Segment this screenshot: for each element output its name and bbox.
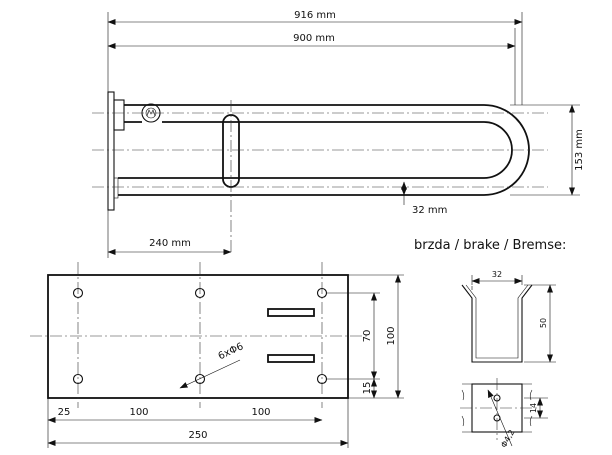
brake-dim-50: 50 (539, 318, 548, 328)
dim-100v-label: 100 (386, 326, 397, 345)
dim-916-label: 916 mm (294, 10, 336, 21)
holes-label: 6xΦ6 (217, 341, 246, 362)
wall-plate (107, 91, 115, 211)
mounting-holes (72, 287, 328, 385)
dim-32-label: 32 mm (412, 205, 447, 216)
brake-hole (493, 394, 501, 402)
dim-100b-label: 100 (251, 407, 270, 418)
mounting-plate-view: 6xΦ6 25 100 100 250 70 15 100 (30, 262, 404, 448)
dim-70-label: 70 (362, 330, 373, 343)
hole (72, 287, 84, 299)
dim-900-label: 900 mm (293, 33, 335, 44)
dim-250-label: 250 (188, 430, 207, 441)
lower-flange (113, 177, 119, 199)
grab-bar-view: 916 mm 900 mm 153 mm 32 mm 240 mm (92, 10, 585, 258)
wall-flange (113, 99, 125, 131)
brake-detail: brzda / brake / Bremse: 32 50 14 Φ4,2 (414, 238, 566, 449)
brake-dim-phi: Φ4,2 (499, 428, 516, 449)
brake-front-outer (461, 284, 533, 363)
dim-25-label: 25 (58, 407, 71, 418)
slot-lower (267, 354, 315, 363)
mounting-plate (47, 274, 349, 399)
slot-upper (267, 308, 315, 317)
dim-153-label: 153 mm (574, 129, 585, 171)
brake-dim-14: 14 (529, 403, 538, 413)
dim-240-label: 240 mm (149, 238, 191, 249)
hole (72, 373, 84, 385)
brake-title: brzda / brake / Bremse: (414, 238, 566, 253)
brake-dim-32: 32 (492, 270, 502, 279)
dim-100a-label: 100 (129, 407, 148, 418)
hole (194, 373, 206, 385)
dim-15-label: 15 (362, 382, 373, 395)
hinge-mark (146, 109, 156, 117)
hole (194, 287, 206, 299)
